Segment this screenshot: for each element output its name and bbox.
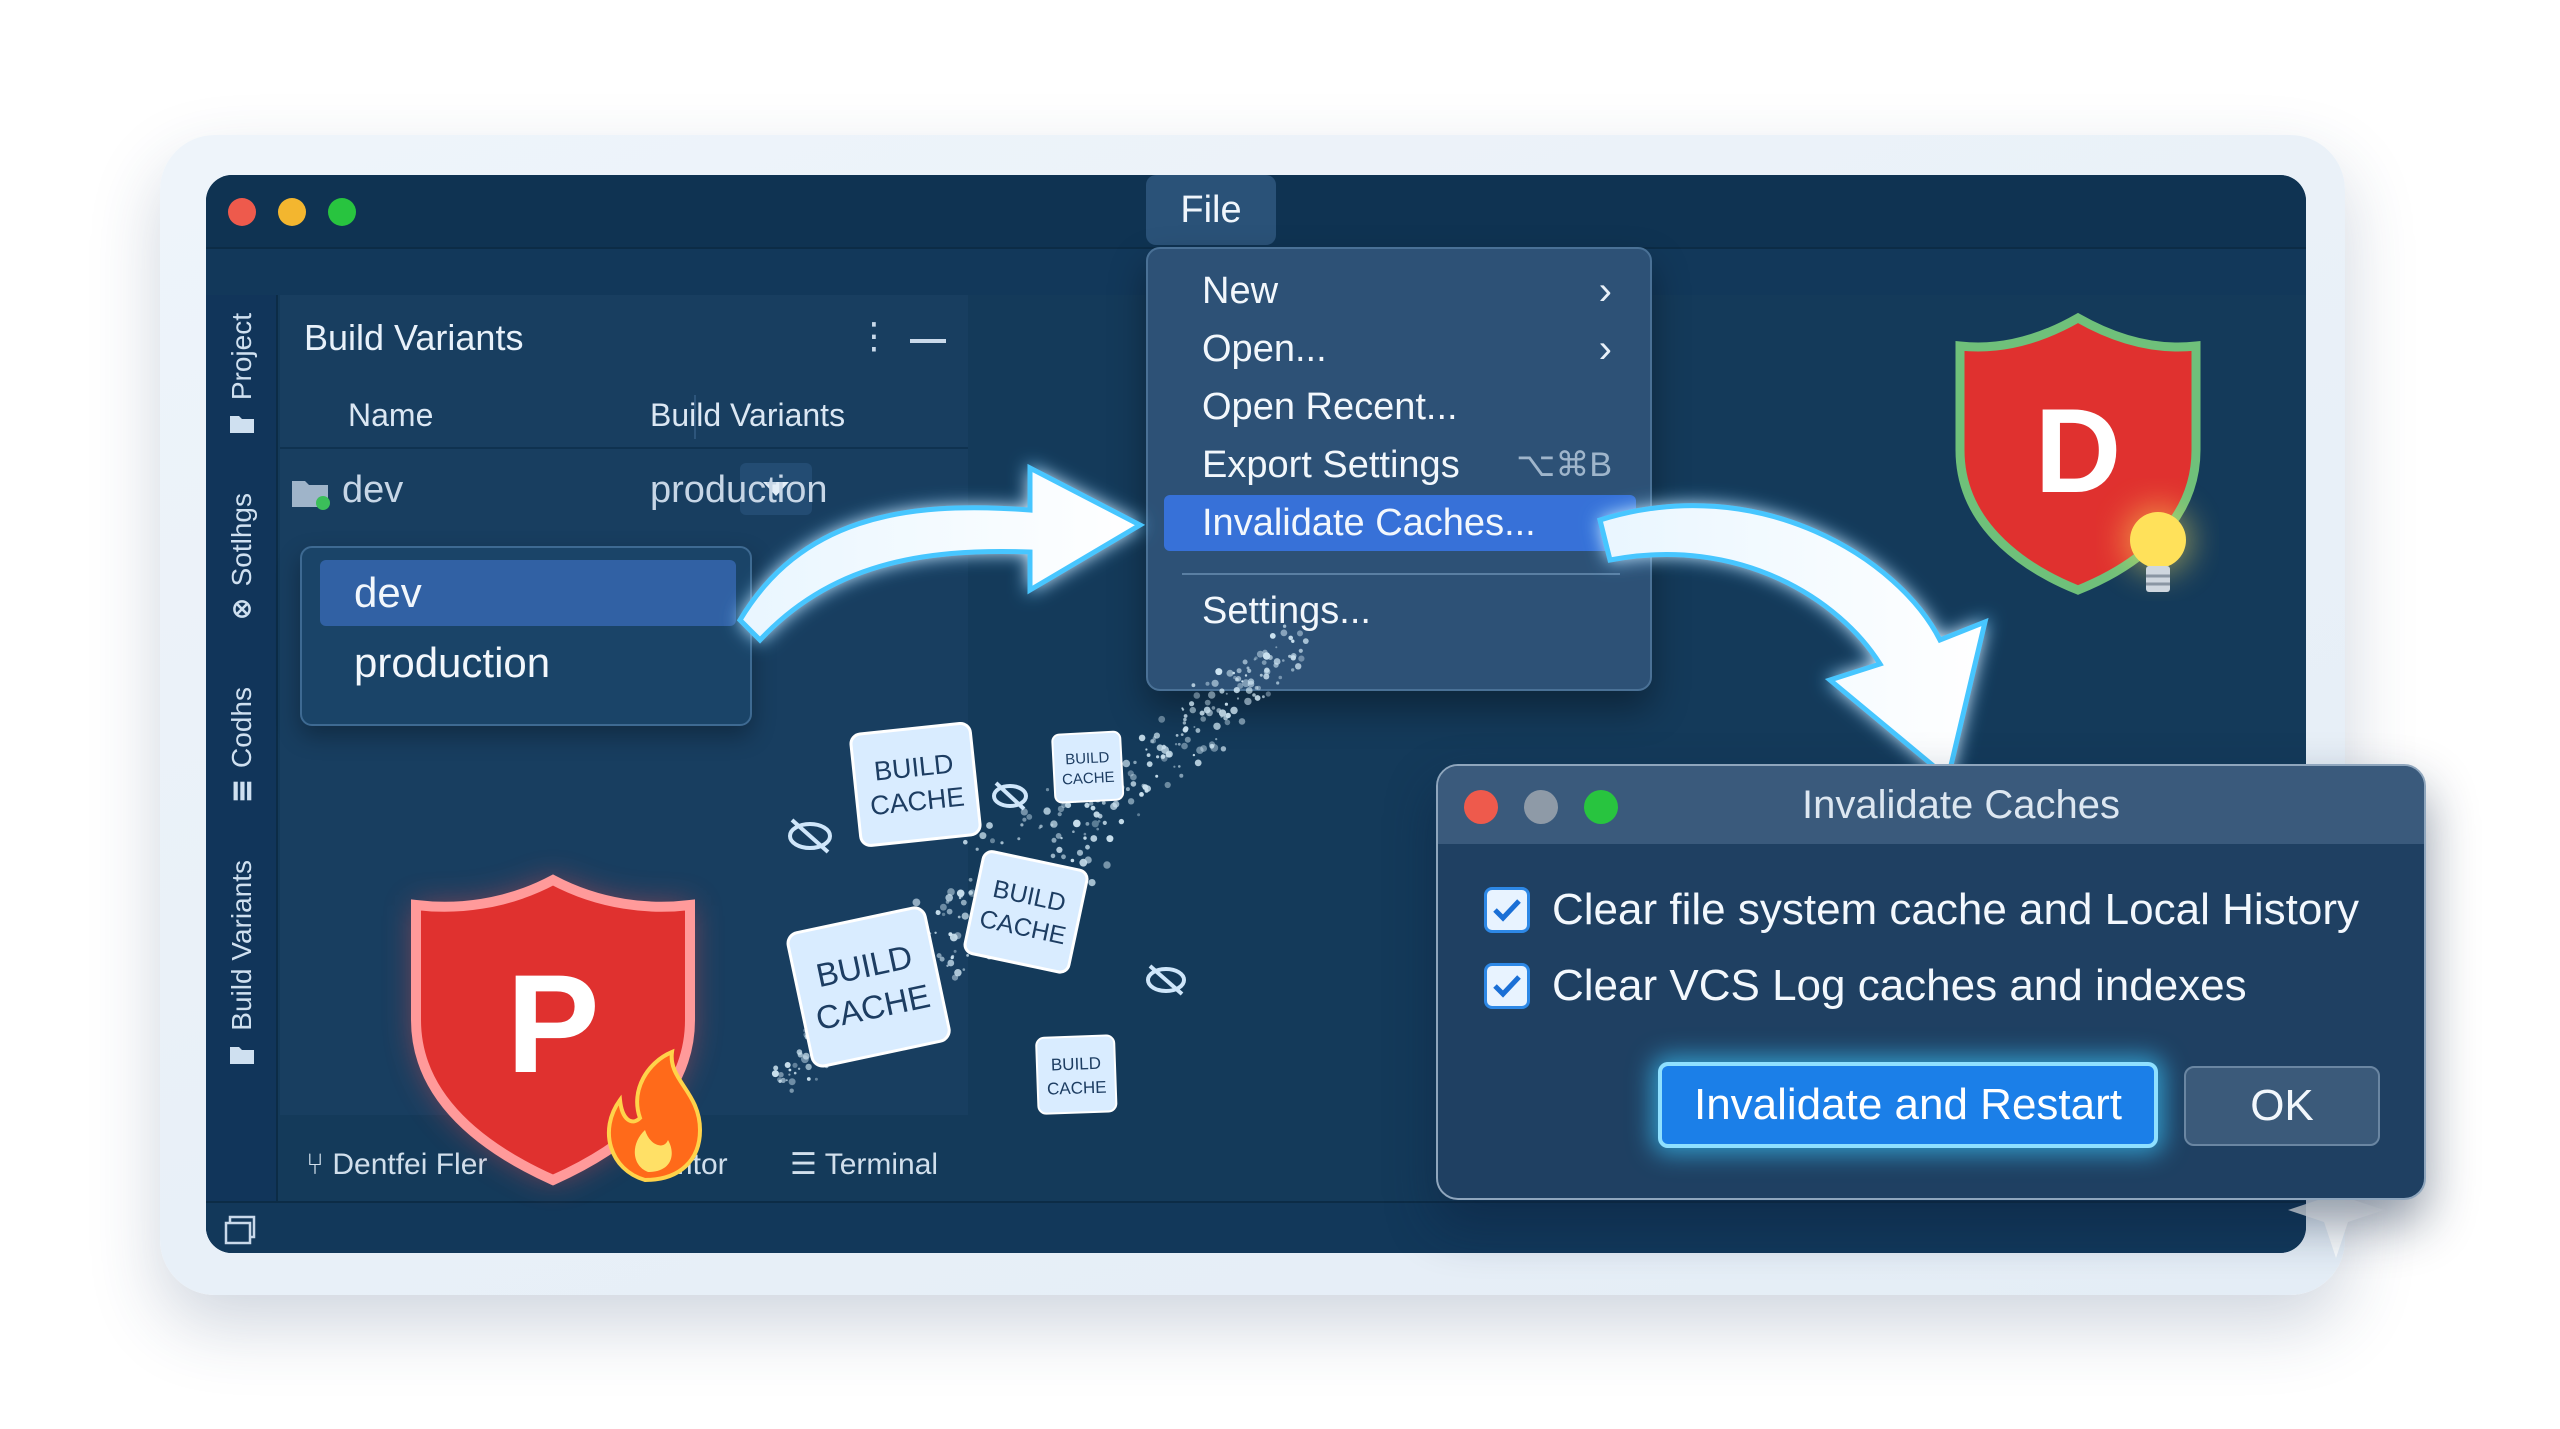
dialog-minimize-button[interactable] xyxy=(1524,790,1558,824)
dialog-title: Invalidate Caches xyxy=(1802,783,2120,827)
bottom-tab-editor[interactable]: …itor xyxy=(656,1145,728,1185)
dialog-zoom-button[interactable] xyxy=(1584,790,1618,824)
menu-item-label: New xyxy=(1202,270,1279,312)
tool-window-strip: Project Sotlhgs Codhs Build Variants xyxy=(206,295,278,1253)
menu-item-label: Open... xyxy=(1202,328,1327,370)
module-folder-icon xyxy=(292,481,330,510)
checkmark-icon xyxy=(1493,899,1521,922)
menu-item-open[interactable]: Open... › xyxy=(1164,321,1636,377)
menu-separator xyxy=(1182,573,1620,575)
menu-file[interactable]: File xyxy=(1146,175,1276,245)
panel-title: Build Variants xyxy=(304,317,524,358)
variant-dropdown-list: dev production xyxy=(300,546,752,726)
invalidate-caches-dialog: Invalidate Caches Clear file system cach… xyxy=(1436,764,2426,1200)
sidebar-tab-project[interactable]: Project xyxy=(214,313,270,434)
option-clear-vcs-log-caches[interactable]: Clear VCS Log caches and indexes xyxy=(1484,956,2247,1016)
chevron-right-icon: › xyxy=(1598,327,1612,371)
dropdown-option-dev[interactable]: dev xyxy=(320,560,736,626)
menu-item-invalidate-caches[interactable]: Invalidate Caches... xyxy=(1164,495,1636,551)
active-variant-cell[interactable]: production xyxy=(650,469,828,511)
menu-item-open-recent[interactable]: Open Recent... xyxy=(1164,379,1636,435)
dropdown-option-production[interactable]: production xyxy=(354,639,551,686)
bottom-tool-tabs: ⑂ Dentfei Fler …itor ☰ Terminal xyxy=(278,1135,1178,1195)
column-divider xyxy=(694,395,696,439)
sidebar-tab-label: Codhs xyxy=(226,687,257,768)
menu-item-label: Invalidate Caches... xyxy=(1202,502,1536,544)
option-label: Clear file system cache and Local Histor… xyxy=(1552,885,2359,934)
sidebar-tab-build-variants[interactable]: Build Variants xyxy=(214,860,270,1065)
sidebar-tab-label: Project xyxy=(226,313,257,401)
ok-button[interactable]: OK xyxy=(2184,1066,2380,1146)
chevron-right-icon: › xyxy=(1598,269,1612,313)
menu-item-new[interactable]: New › xyxy=(1164,263,1636,319)
file-menu: New › Open... › Open Recent... Export Sett… xyxy=(1146,247,1652,691)
module-name-cell: dev xyxy=(342,469,404,511)
bottom-tab-terminal[interactable]: ☰ Terminal xyxy=(790,1145,938,1185)
close-button[interactable] xyxy=(228,198,256,226)
more-options-icon[interactable]: ⋮ xyxy=(856,315,892,356)
checkbox-checked[interactable] xyxy=(1484,887,1530,933)
zoom-button[interactable] xyxy=(328,198,356,226)
sidebar-tab-label: Build Variants xyxy=(226,860,257,1031)
sidebar-tab-settings[interactable]: Sotlhgs xyxy=(214,493,270,620)
branch-icon: ⑂ xyxy=(306,1148,333,1181)
menu-item-settings[interactable]: Settings... xyxy=(1164,583,1636,639)
bottom-tab-label: Dentfei Fler xyxy=(332,1148,488,1181)
list-icon: ☰ xyxy=(790,1148,825,1181)
folder-icon xyxy=(230,416,254,434)
option-label: Clear VCS Log caches and indexes xyxy=(1552,961,2247,1010)
minimize-panel-icon[interactable] xyxy=(910,339,946,343)
dialog-close-button[interactable] xyxy=(1464,790,1498,824)
gear-icon xyxy=(233,600,251,619)
menu-item-label: Settings... xyxy=(1202,590,1371,632)
menu-item-label: Open Recent... xyxy=(1202,386,1458,428)
header-divider xyxy=(280,447,968,449)
column-header-name[interactable]: Name xyxy=(348,397,434,433)
sidebar-tab-codes[interactable]: Codhs xyxy=(214,687,270,802)
menu-item-label: Export Settings xyxy=(1202,444,1460,486)
window-layout-icon[interactable] xyxy=(224,1215,256,1245)
minimize-button[interactable] xyxy=(278,198,306,226)
folder-icon xyxy=(230,1046,254,1064)
column-header-build-variants[interactable]: Build Variants xyxy=(650,397,846,433)
status-bar xyxy=(206,1201,2306,1253)
invalidate-and-restart-button[interactable]: Invalidate and Restart xyxy=(1658,1062,2158,1148)
checkbox-checked[interactable] xyxy=(1484,963,1530,1009)
bottom-tab-dependencies[interactable]: ⑂ Dentfei Fler xyxy=(306,1145,487,1185)
menu-item-export-settings[interactable]: Export Settings ⌥⌘B xyxy=(1164,437,1636,493)
checkmark-icon xyxy=(1493,975,1521,998)
sidebar-tab-label: Sotlhgs xyxy=(226,493,257,587)
option-clear-file-system-cache[interactable]: Clear file system cache and Local Histor… xyxy=(1484,880,2359,940)
bars-icon xyxy=(233,781,252,801)
bottom-tab-label: …itor xyxy=(656,1148,728,1181)
bottom-tab-label: Terminal xyxy=(824,1148,939,1181)
menu-item-shortcut: ⌥⌘B xyxy=(1516,446,1612,484)
